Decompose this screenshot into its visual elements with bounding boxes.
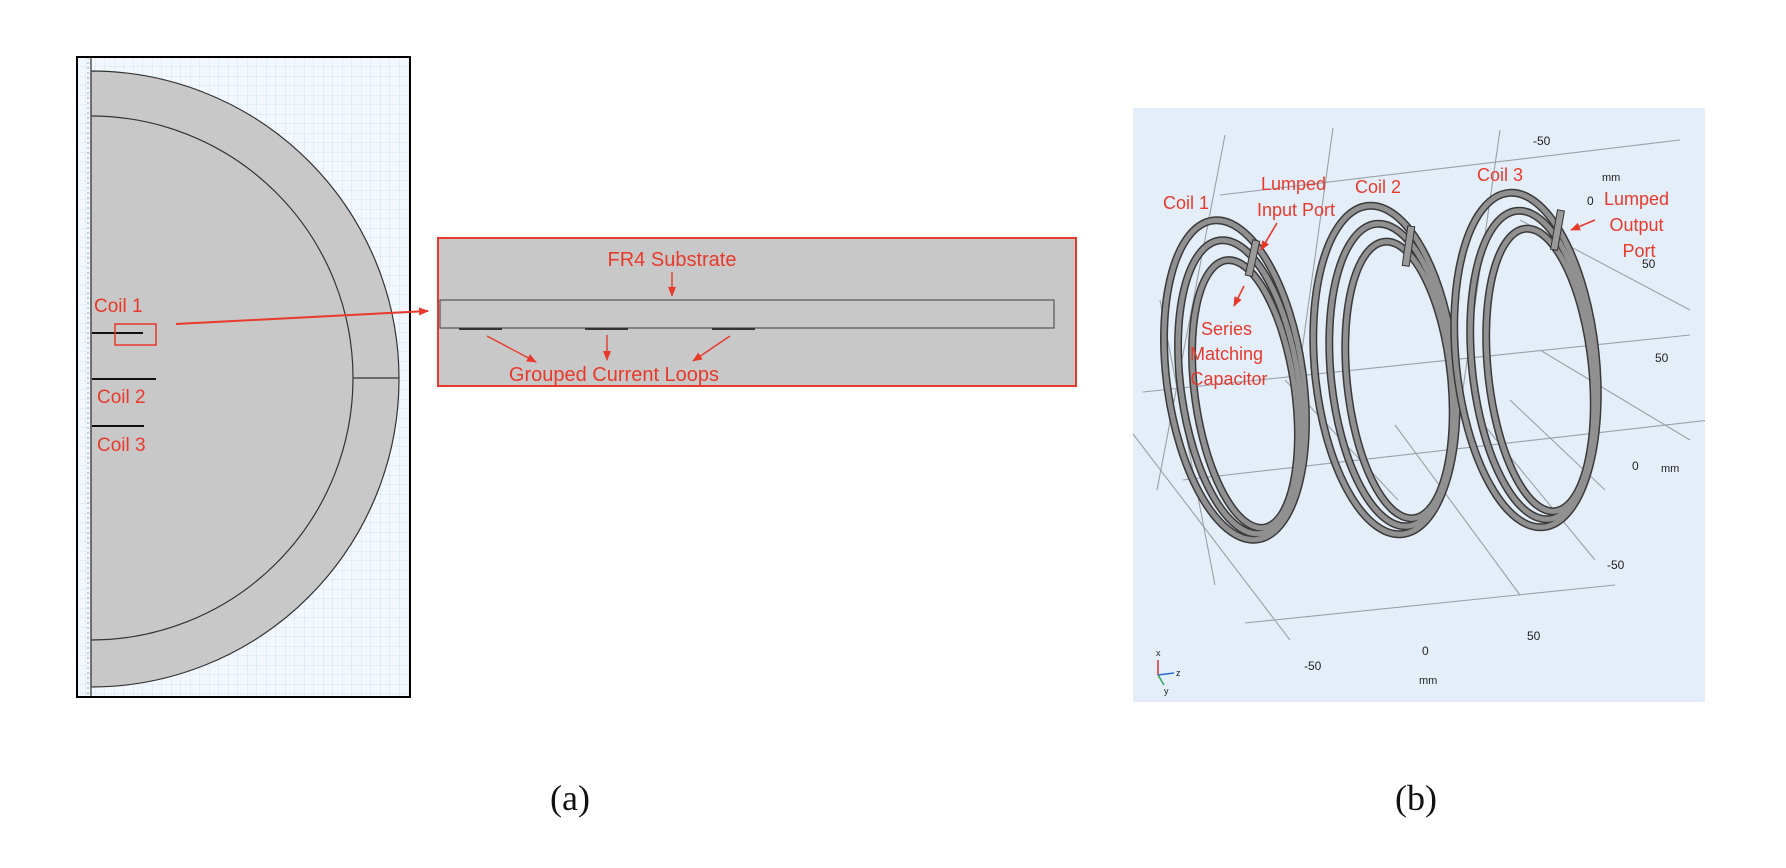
caption-a: (a) [550,778,590,818]
zoom-region-box [114,323,157,346]
coil-1-3d [1160,216,1310,544]
tick-top-mm: mm [1602,172,1620,184]
output-port-arrow [1570,219,1596,231]
inset-frame [437,237,1077,387]
tick-bottom-m50: -50 [1304,659,1322,673]
panel-b: Coil 1 Coil 2 Coil 3 Lumped Input Port S… [1133,108,1705,818]
panel-b-background [1133,108,1705,702]
coil-2-label: Coil 2 [97,387,146,408]
input-port-label: Lumped Input Port [1257,174,1335,220]
outer-half-disc [90,70,400,688]
tick-bottom-0: 0 [1422,644,1429,658]
tick-right-50b: 50 [1655,351,1669,365]
tick-right-50a: 50 [1642,257,1656,271]
coil-1-label-3d: Coil 1 [1163,193,1209,213]
input-port [1244,239,1261,278]
loop-arrow-1 [486,335,537,363]
triad-x: x [1156,648,1161,658]
panel-a: Coil 1 Coil 2 Coil 3 FR4 Substrate Group… [76,56,1077,818]
inset-panel: FR4 Substrate Grouped Current Loops [437,237,1077,387]
input-port-arrow [1260,222,1278,251]
capacitor-label: Series Matching Capacitor [1190,319,1268,389]
coil-3-label: Coil 3 [97,435,146,456]
coil-3-3d [1450,188,1602,532]
zoom-arrow [175,307,429,325]
panel-a-plot [77,57,410,697]
axis-triad: x z y [1156,648,1181,696]
coil-3-label-3d: Coil 3 [1477,165,1523,185]
output-port [1549,209,1565,251]
coil-1-label: Coil 1 [94,296,143,317]
substrate-label: FR4 Substrate [608,249,737,271]
tick-top-m50: -50 [1533,134,1551,148]
tick-right-0: 0 [1632,459,1639,473]
coil-2-label-3d: Coil 2 [1355,177,1401,197]
tick-bottom-50: 50 [1527,629,1541,643]
triad-z: z [1176,668,1181,678]
panel-a-frame [76,56,411,698]
tick-bottom-mm: mm [1419,675,1437,687]
triad-y: y [1164,686,1169,696]
tick-right-m50: -50 [1607,558,1625,572]
loops-label: Grouped Current Loops [509,364,719,386]
output-port-label: Lumped Output Port [1604,189,1674,261]
capacitor-arrow [1233,285,1245,307]
coil-2-gap [1401,225,1416,267]
caption-b: (b) [1395,778,1437,818]
loop-arrow-3 [692,335,731,362]
tick-top-0: 0 [1587,194,1594,208]
tick-right-mm: mm [1661,463,1679,475]
